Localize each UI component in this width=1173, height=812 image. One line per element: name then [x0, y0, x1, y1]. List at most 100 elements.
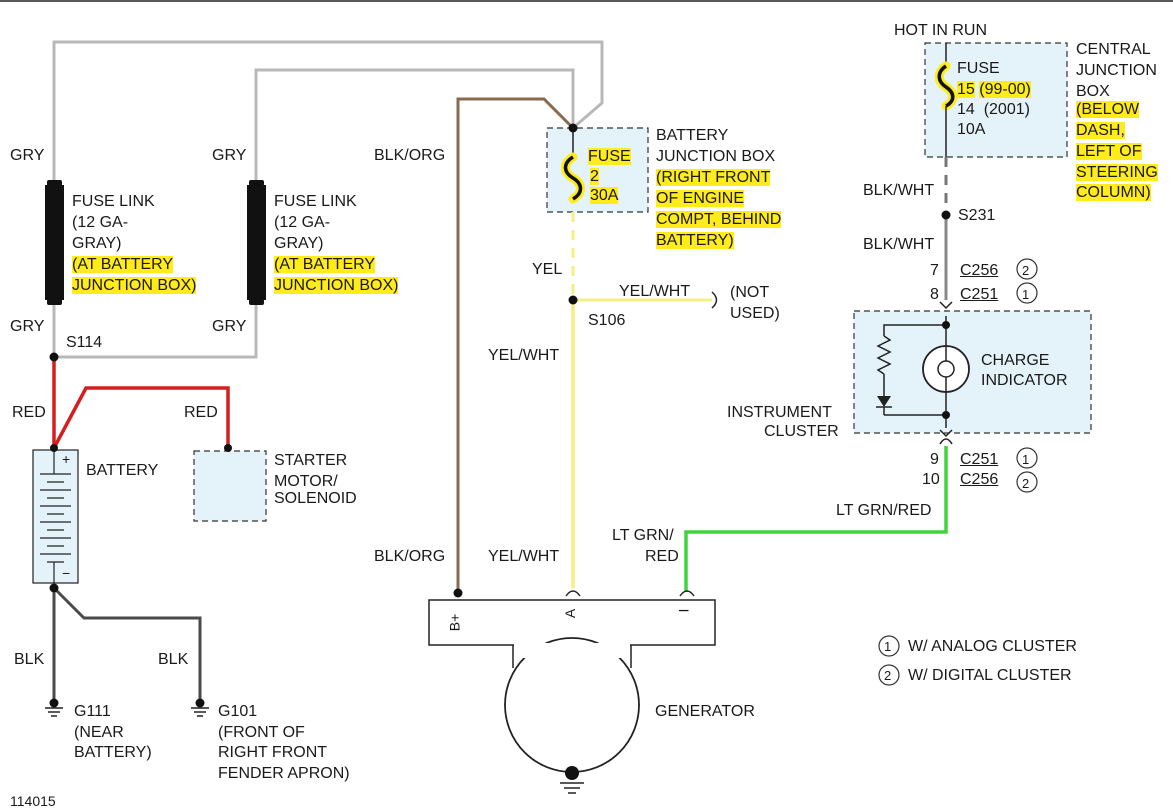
wire-label-blk-wht-upper: BLK/WHT — [863, 182, 935, 199]
cjb-fuse-word: FUSE — [957, 60, 1000, 77]
bjb-fuse-word: FUSE — [588, 148, 631, 165]
cjb-fuse-years-a: (99-00) — [979, 81, 1031, 98]
ground-g101-loc-1: (FRONT OF — [218, 724, 305, 741]
bjb-loc-2: OF ENGINE — [656, 190, 745, 207]
connector-c251-bottom: C251 — [960, 451, 999, 468]
starter-dot — [224, 444, 232, 452]
cjb-fuse-years-b: (2001) — [983, 101, 1030, 118]
cjb-title-3: BOX — [1076, 83, 1110, 100]
fuse-link-right-gauge-2: GRAY) — [274, 235, 324, 252]
cjb-fuse-num-b: 14 — [957, 101, 975, 118]
generator-terminal-i: I — [675, 608, 692, 613]
ground-g111-loc-1: (NEAR — [74, 724, 124, 741]
bjb-fuse-icon — [563, 155, 583, 201]
battery-cells — [40, 452, 71, 583]
fuse-link-left-name: FUSE LINK — [72, 193, 155, 210]
pin-8-label: 8 — [930, 286, 939, 303]
marker-2-bottom: 2 — [1022, 476, 1030, 491]
g111-dot — [49, 698, 59, 708]
battery-plus-mark: + — [62, 451, 71, 467]
marker-1-top: 1 — [1022, 287, 1030, 302]
ground-g111-loc-2: BATTERY) — [74, 744, 152, 761]
wire-label-gry-top-left: GRY — [10, 147, 45, 164]
not-used-connector — [711, 291, 718, 309]
starter-motor-box — [193, 450, 267, 522]
wire-label-red-starter: RED — [184, 404, 218, 421]
battery-body — [32, 449, 79, 584]
cjb-loc-1: (BELOW — [1076, 101, 1140, 118]
cluster-junction-dot-bottom — [942, 411, 950, 419]
generator-ground-dot — [565, 766, 579, 780]
battery-pos-dot — [50, 444, 58, 452]
fuse-link-right-cap-top — [249, 180, 264, 186]
instrument-cluster-label-2: CLUSTER — [764, 423, 839, 440]
generator-terminal-a: A — [562, 608, 579, 619]
fuse-link-left-gauge-1: (12 GA- — [72, 214, 129, 231]
g101-dot — [195, 698, 205, 708]
splice-s106-label: S106 — [588, 312, 626, 329]
wire-label-blk-right: BLK — [158, 651, 189, 668]
fuse-link-left-loc-2: JUNCTION BOX) — [72, 277, 197, 294]
legend-2-number: 2 — [884, 668, 892, 683]
pin-9-label: 9 — [930, 451, 939, 468]
wire-label-blk-org-bottom: BLK/ORG — [374, 548, 446, 565]
instrument-cluster-label-1: INSTRUMENT — [727, 404, 832, 421]
charge-indicator-label-1: CHARGE — [981, 352, 1050, 369]
generator-label: GENERATOR — [655, 703, 755, 720]
wire-label-yel: YEL — [532, 261, 563, 278]
pin-7-label: 7 — [930, 262, 939, 279]
cjb-fuse-rating: 10A — [957, 121, 986, 138]
bjb-loc-3: COMPT, BEHIND — [656, 211, 782, 228]
generator-connectors — [565, 590, 695, 597]
figure-number: 114015 — [10, 793, 56, 809]
ground-g111-id: G111 — [74, 703, 111, 720]
wire-label-lt-grn-red-right: LT GRN/RED — [836, 502, 932, 519]
fuse-link-left-cap-top — [47, 180, 62, 186]
fuse-link-left-gauge-2: GRAY) — [72, 235, 122, 252]
battery-label: BATTERY — [86, 462, 159, 479]
charge-indicator-label-2: INDICATOR — [981, 372, 1068, 389]
legend-1-number: 1 — [884, 639, 892, 654]
cjb-loc-3: LEFT OF — [1076, 143, 1142, 160]
fuse-link-left-cap-bottom — [47, 299, 62, 305]
bjb-title-1: BATTERY — [656, 127, 729, 144]
marker-circles — [878, 258, 1038, 686]
wire-label-gry-bottom-right: GRY — [212, 318, 247, 335]
bjb-fuse-rating: 30A — [590, 187, 619, 204]
not-used-label-1: (NOT — [730, 284, 770, 301]
cluster-junction-dot-top — [942, 321, 950, 329]
splice-s114-dot — [49, 352, 59, 362]
starter-label-3: SOLENOID — [274, 490, 357, 507]
fuse-link-right-cap-bottom — [249, 299, 264, 305]
generator-ground-symbol — [560, 782, 584, 794]
cjb-loc-2: DASH, — [1076, 122, 1125, 139]
legend-1-text: W/ ANALOG CLUSTER — [908, 638, 1077, 655]
connector-c256-top: C256 — [960, 262, 999, 279]
red-wires — [52, 357, 230, 449]
fuse-link-right-loc-1: (AT BATTERY — [274, 256, 376, 273]
starter-label-1: STARTER — [274, 452, 348, 469]
bjb-fuse-number: 2 — [590, 168, 599, 185]
fuse-link-right-name: FUSE LINK — [274, 193, 357, 210]
wire-label-yel-wht-mid: YEL/WHT — [488, 347, 560, 364]
wire-label-yel-wht-bottom: YEL/WHT — [488, 548, 560, 565]
wire-label-lt-grn-red-1: LT GRN/ — [612, 527, 674, 544]
instrument-cluster-box — [853, 310, 1092, 434]
wire-label-gry-top-right: GRY — [212, 147, 247, 164]
generator-neck-mask — [514, 644, 630, 658]
bjb-loc-1: (RIGHT FRONT — [656, 169, 771, 186]
fuse-link-left-loc-1: (AT BATTERY — [72, 256, 174, 273]
bjb-title-2: JUNCTION BOX — [656, 148, 776, 165]
battery-minus-mark: − — [62, 565, 71, 581]
wire-label-gry-bottom-left: GRY — [10, 318, 45, 335]
wire-label-yel-wht-branch: YEL/WHT — [619, 283, 691, 300]
ground-g101-loc-2: RIGHT FRONT — [218, 744, 328, 761]
cjb-fuse-icon — [937, 64, 955, 108]
wire-label-blk-wht-lower: BLK/WHT — [863, 236, 935, 253]
ground-wires — [52, 586, 202, 703]
fuse-link-left-body — [45, 185, 64, 300]
starter-label-2: MOTOR/ — [274, 473, 338, 490]
marker-2-top: 2 — [1022, 263, 1030, 278]
